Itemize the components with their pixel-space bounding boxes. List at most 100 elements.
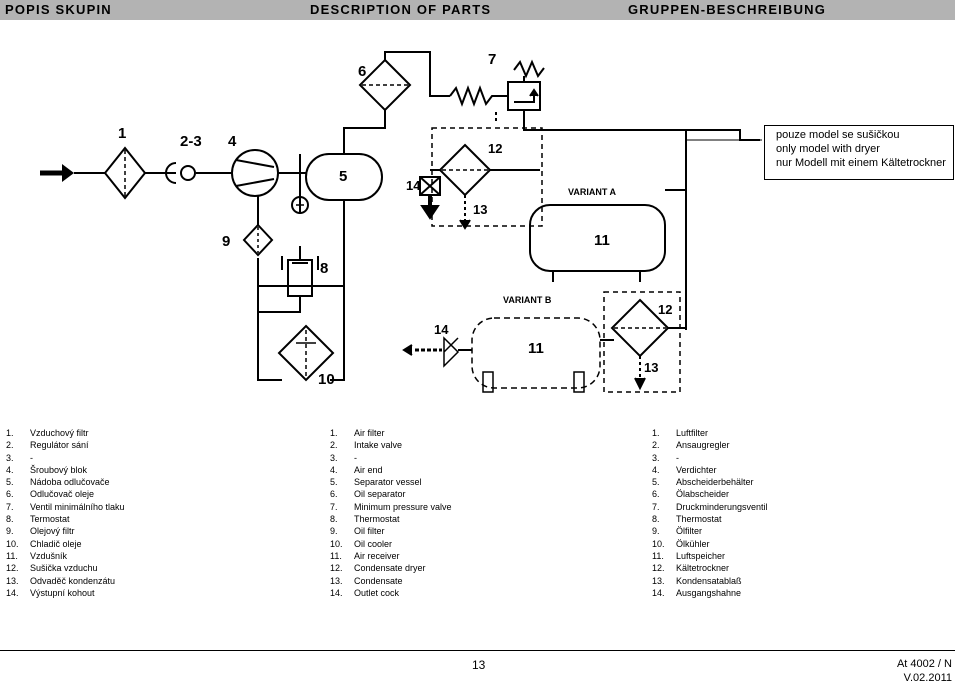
air-end-symbol [231,149,279,197]
label-10: 10 [318,371,335,388]
list-item-number: 4. [6,464,14,475]
list-item-text: Vzduchový filtr [30,428,89,438]
variant-a-label: VARIANT A [568,187,616,197]
header-title-de: GRUPPEN-BESCHREIBUNG [628,2,827,17]
list-item: 4.Verdichter [652,464,768,476]
list-item-text: Ölabscheider [676,489,730,500]
list-item: 12. Sušička vzduchu [6,562,125,574]
label-12-b: 12 [658,302,672,317]
list-item: 5.Nádoba odlučovače [6,476,125,488]
outlet-cock-a-symbol [419,176,441,196]
list-item-number: 13. [6,575,19,586]
list-item-text: Ansaugregler [676,440,730,451]
list-item-number: 2. [330,440,338,451]
header-bar [0,0,955,20]
list-item-number: 3. [6,452,14,463]
list-item: 3. - [330,452,452,464]
list-item-text: Šroubový blok [30,464,88,475]
footer-divider [0,650,955,651]
list-item-text: Olejový filtr [30,526,75,537]
list-item-number: 8. [330,514,338,525]
list-item: 8.Thermostat [652,513,768,525]
list-item-number: 7. [652,501,660,512]
list-item-number: 3. [330,452,338,463]
list-item-text: Ausgangshahne [676,587,742,598]
note-line-cz: pouze model se sušičkou [776,129,900,141]
list-item-text: Outlet cock [354,587,400,598]
note-line-en: only model with dryer [776,143,880,155]
list-item-number: 11. [330,550,342,561]
list-item-text: Sušička vzduchu [30,563,98,574]
list-item-number: 4. [330,464,338,475]
list-item-text: Separator vessel [354,477,422,488]
list-item: 10. Ölkühler [652,538,768,550]
dryer-note: pouze model se sušičkou only model with … [764,125,954,180]
list-item-text: Verdichter [676,464,717,475]
list-item-number: 1. [652,428,660,438]
list-item-text: Termostat [30,514,70,525]
list-item-number: 12. [6,563,19,574]
list-item-number: 5. [330,477,338,488]
list-item-text: Minimum pressure valve [354,501,452,512]
list-item-text: Vzdušník [30,550,68,561]
list-item-text: - [354,452,357,463]
list-item: 13.Condensate [330,575,452,587]
doc-id: At 4002 / N [896,658,952,670]
list-item-text: Ölkühler [676,538,710,549]
list-item: 14.Výstupní kohout [6,587,125,599]
air-receiver-a-symbol [529,204,666,272]
list-item-text: - [676,452,679,463]
list-item: 6.Odlučovač oleje [6,488,125,500]
list-item-number: 12. [652,563,665,574]
list-item-number: 8. [652,514,660,525]
list-item-text: Condensate dryer [354,563,426,574]
list-item-number: 2. [652,440,660,451]
list-item-number: 2. [6,440,14,451]
list-item-text: Chladič oleje [30,538,82,549]
list-item-number: 8. [6,514,14,525]
list-item: 4. Šroubový blok [6,464,125,476]
list-item-text: Intake valve [354,440,403,451]
list-item: 1.Luftfilter [652,427,768,439]
air-receiver-b-symbol [471,317,601,389]
label-14-a: 14 [406,178,421,193]
page-number: 13 [472,658,486,672]
list-item-number: 10. [6,538,19,549]
list-item-number: 6. [6,489,14,500]
list-item-text: Oil filter [354,526,385,537]
label-13-a: 13 [473,202,487,217]
oil-separator-symbol [358,58,412,112]
list-item: 1. Vzduchový filtr [6,427,125,439]
list-item-text: Ölfilter [676,526,703,537]
label-8: 8 [320,260,328,277]
list-item: 3.- [6,452,125,464]
list-item-number: 14. [652,587,665,598]
compressor-schematic: 1 2-3 4 5 6 7 8 9 10 11 11 12 12 13 13 1… [40,51,762,393]
list-item: 8.Thermostat [330,513,452,525]
list-item-number: 11. [6,550,18,561]
list-item: 11. Vzdušník [6,550,125,562]
list-item-text: Kondensatablaß [676,575,742,586]
list-item-number: 12. [330,563,343,574]
list-item-text: Luftspeicher [676,550,726,561]
list-item-text: Druckminderungsventil [676,501,768,512]
list-item-number: 1. [330,428,338,438]
list-item: 1.Air filter [330,427,452,439]
label-9: 9 [222,233,230,250]
list-item: 6.Oil separator [330,488,452,500]
list-item-number: 10. [652,538,665,549]
label-11-b: 11 [528,340,544,357]
label-11-a: 11 [594,232,610,249]
label-13-b: 13 [644,360,658,375]
label-6: 6 [358,63,366,80]
list-item-number: 9. [652,526,660,537]
list-item-number: 14. [6,587,19,598]
list-item: 2. Intake valve [330,439,452,451]
list-item-number: 1. [6,428,14,438]
list-item-number: 6. [330,489,338,500]
label-4: 4 [228,133,237,150]
list-item: 4.Air end [330,464,452,476]
